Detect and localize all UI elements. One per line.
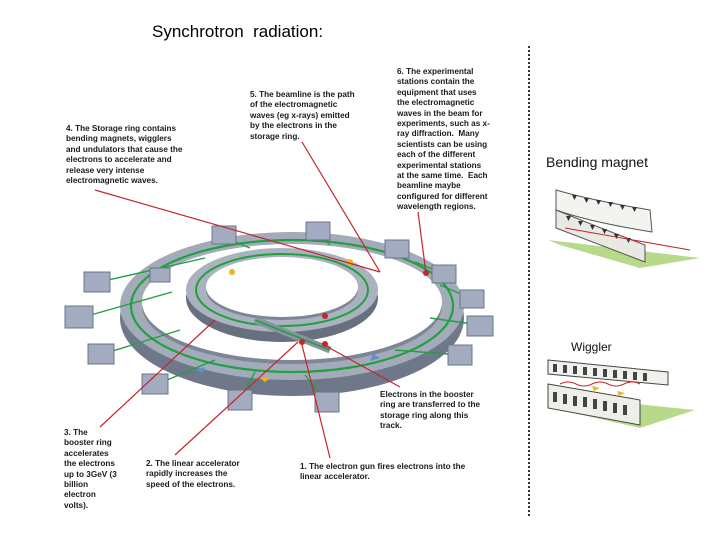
caption-experimental-stations: 6. The experimental stations contain the… [397, 67, 490, 213]
caption-electron-gun: 1. The electron gun fires electrons into… [300, 462, 465, 483]
bending-magnet-illustration [548, 190, 700, 268]
column-divider [528, 46, 530, 516]
caption-beamline: 5. The beamline is the path of the elect… [250, 90, 355, 142]
wiggler-illustration [548, 360, 695, 428]
caption-storage-ring: 4. The Storage ring contains bending mag… [66, 124, 182, 186]
bending-magnet-label: Bending magnet [546, 154, 648, 170]
caption-booster-ring: 3. The booster ring accelerates the elec… [64, 428, 117, 511]
caption-linear-accelerator: 2. The linear accelerator rapidly increa… [146, 459, 240, 490]
wiggler-label: Wiggler [571, 340, 612, 354]
caption-booster-transfer: Electrons in the booster ring are transf… [380, 390, 480, 432]
